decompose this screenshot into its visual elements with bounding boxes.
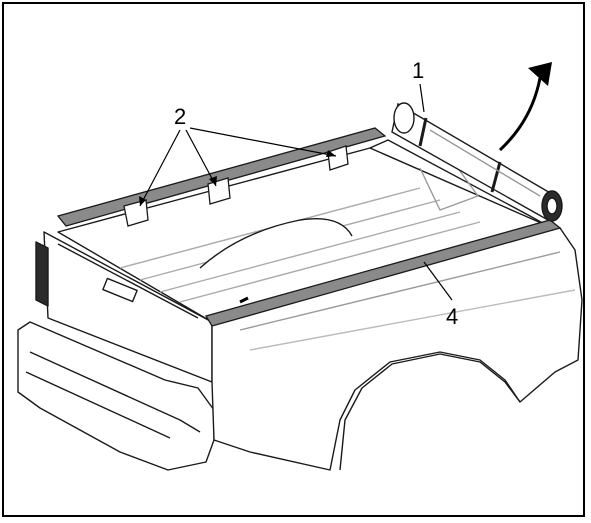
cover-strap-2 <box>490 161 502 193</box>
rolled-cover <box>391 102 563 222</box>
callout-arrowheads <box>139 150 336 206</box>
roll-direction-arrow <box>498 62 552 152</box>
callout-leaders <box>139 83 453 301</box>
rear-bumper <box>17 321 215 471</box>
arrow-head-icon <box>528 62 552 86</box>
wheel-well-hump <box>199 218 353 269</box>
near-side-rail <box>205 219 562 327</box>
callout-4: 4 <box>446 304 458 329</box>
cover-strap-1 <box>418 117 428 147</box>
bed-side-panel <box>211 227 583 471</box>
cover-roll-front-end <box>393 102 415 134</box>
clamp-3 <box>327 145 349 171</box>
front-bulkhead <box>369 139 549 227</box>
callout-1: 1 <box>412 58 424 83</box>
clamps <box>123 145 349 227</box>
left-taillight <box>35 241 49 307</box>
wheel-arch <box>339 353 521 471</box>
clamp-2 <box>207 177 231 205</box>
clamp-1 <box>123 199 149 227</box>
callout-2: 2 <box>174 104 186 129</box>
tailgate-handle <box>102 277 138 303</box>
